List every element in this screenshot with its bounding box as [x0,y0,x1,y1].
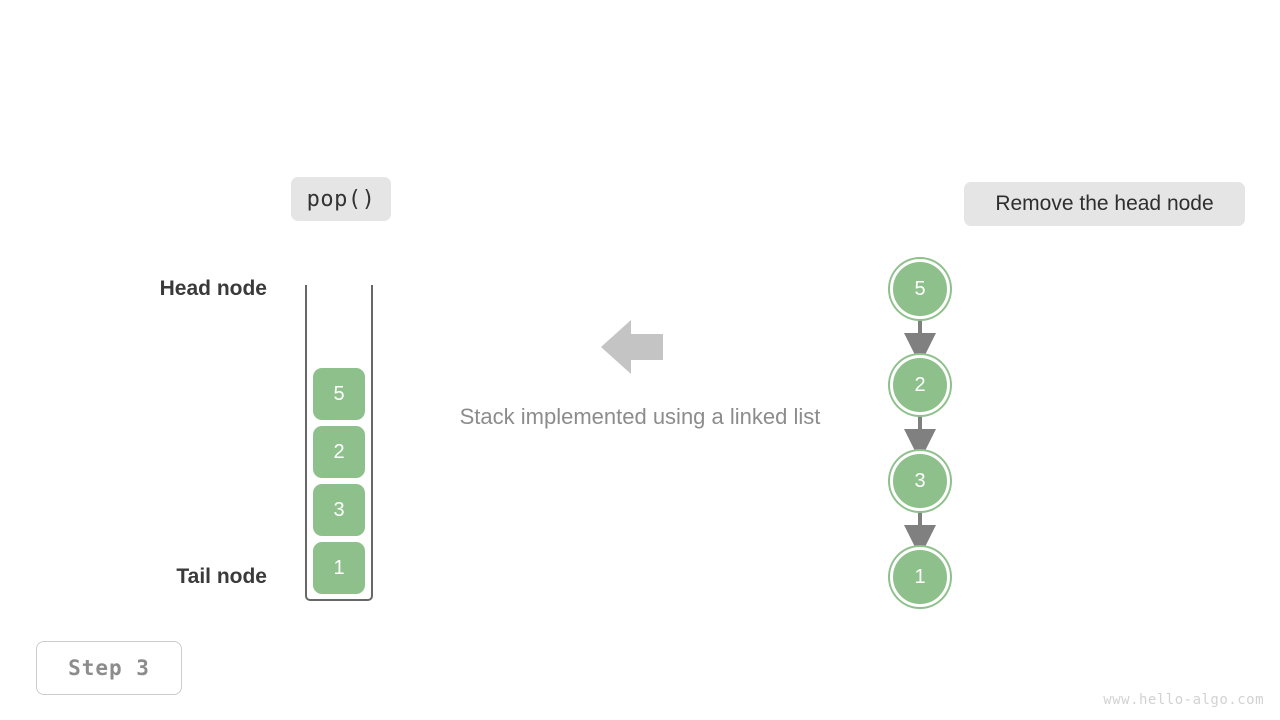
linked-list-node-head: 5 [890,259,950,319]
step-badge: Step 3 [36,641,182,695]
stack-cell: 5 [313,368,365,420]
stack-container: 5 2 3 1 [305,285,373,601]
tail-node-label: Tail node [176,565,267,588]
head-node-label: Head node [159,277,267,300]
watermark: www.hello-algo.com [1103,692,1264,708]
linked-list-node-tail: 1 [890,547,950,607]
stack-items: 5 2 3 1 [307,365,371,597]
linked-list: 5 2 3 1 [850,250,1050,630]
operation-label: pop() [291,177,391,221]
arrow-left-icon [601,320,663,374]
stack-cell: 2 [313,426,365,478]
description-chip: Remove the head node [964,182,1245,226]
caption-text: Stack implemented using a linked list [459,404,821,429]
linked-list-node: 2 [890,355,950,415]
caption: Stack implemented using a linked list [0,404,1280,430]
stack-cell: 1 [313,542,365,594]
linked-list-edges [904,318,936,557]
linked-list-node: 3 [890,451,950,511]
stack-cell: 3 [313,484,365,536]
